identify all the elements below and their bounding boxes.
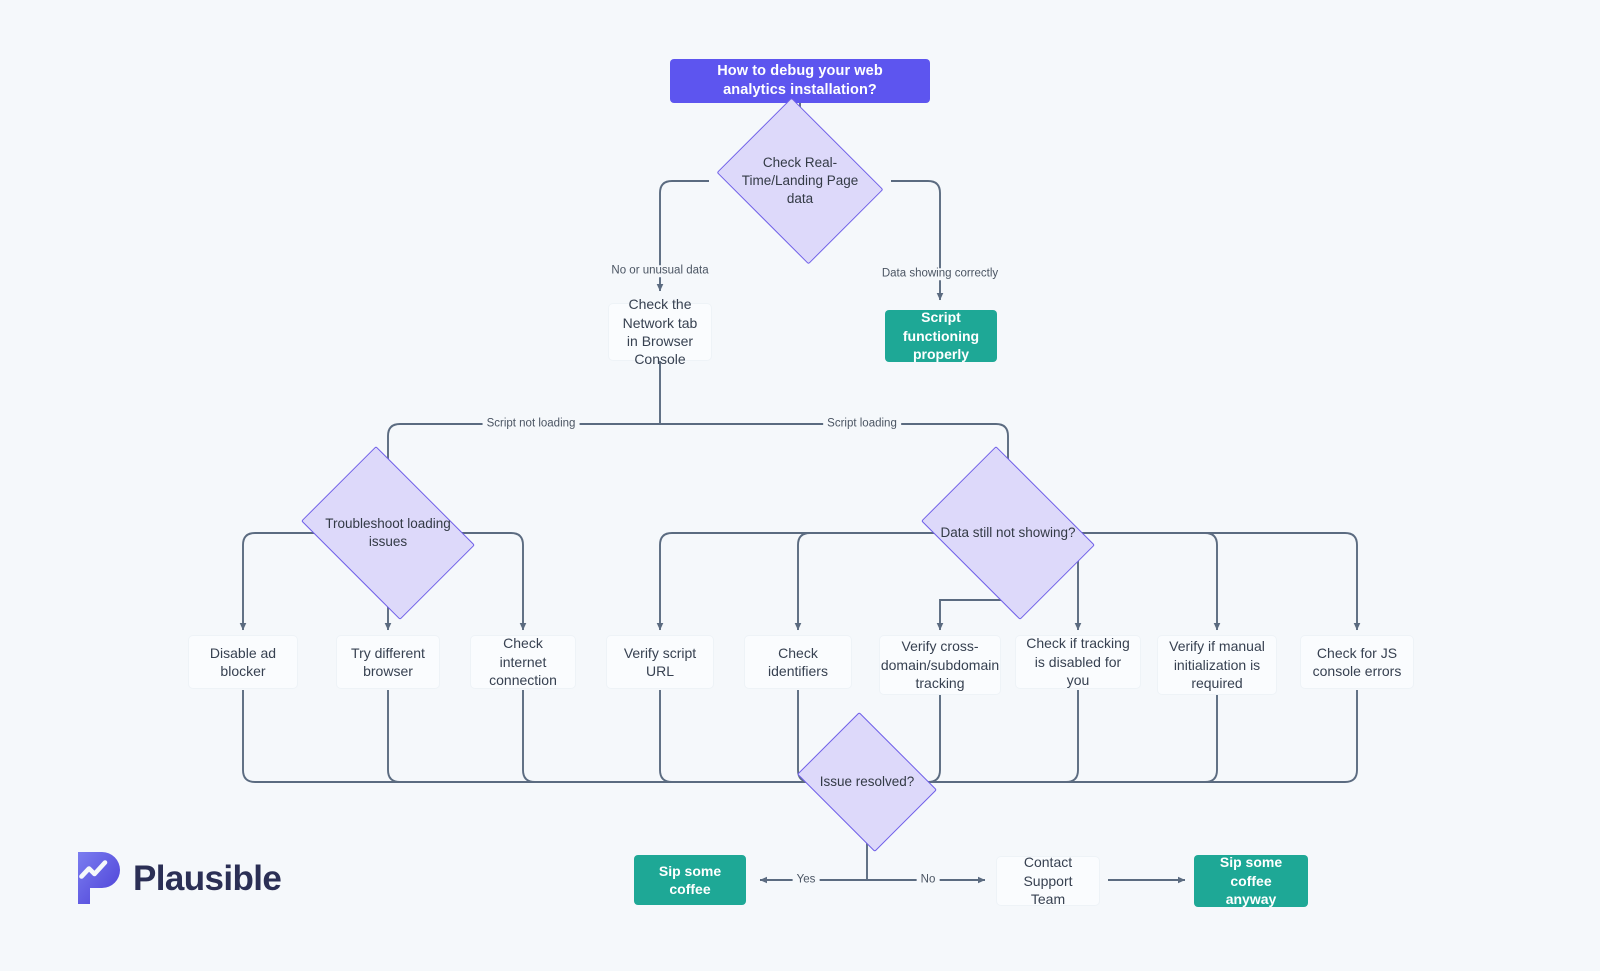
node-contact-support-team-label: Contact Support Team [1023, 854, 1073, 908]
node-disable-ad-blocker[interactable]: Disable ad blocker [188, 635, 298, 689]
edge-troubleshoot-left [239, 532, 318, 631]
edge-troubleshoot-right [458, 532, 527, 631]
bus-l4 [659, 690, 855, 783]
edge-realtime-right [891, 180, 944, 301]
node-contact-support-team[interactable]: Contact Support Team [996, 854, 1100, 908]
node-check-js-console-label: Check for JS console errors [1312, 644, 1402, 679]
edge-dsns-c5 [1078, 532, 1221, 631]
node-verify-cross-domain-label: Verify cross-domain/subdomain tracking [880, 638, 1000, 692]
edge-dsns-c2 [794, 532, 938, 631]
node-check-js-console[interactable]: Check for JS console errors [1300, 635, 1414, 689]
node-verify-manual-init-label: Verify if manual initialization is requi… [1169, 638, 1265, 692]
node-sip-some-coffee[interactable]: Sip some coffee [634, 855, 746, 905]
bus-l1 [242, 690, 855, 783]
edge-label-no: No [916, 874, 940, 886]
node-script-functioning-properly[interactable]: Script functioning properly [885, 309, 997, 363]
node-check-identifiers[interactable]: Check identifiers [744, 635, 852, 689]
node-issue-resolved-label: Issue resolved? [819, 773, 915, 789]
node-try-different-browser-label: Try different browser [351, 644, 425, 679]
node-check-network-tab[interactable]: Check the Network tab in Browser Console [608, 296, 712, 367]
node-check-tracking-disabled[interactable]: Check if tracking is disabled for you [1015, 635, 1141, 689]
node-title-label: How to debug your web analytics installa… [717, 62, 883, 98]
node-check-identifiers-label: Check identifiers [768, 644, 828, 679]
edge-script-loading [660, 423, 1012, 471]
node-check-tracking-disabled-label: Check if tracking is disabled for you [1026, 635, 1130, 689]
plausible-wordmark: Plausible [133, 858, 282, 898]
node-script-functioning-properly-label: Script functioning properly [902, 309, 980, 363]
edge-label-script-not-loading: Script not loading [482, 418, 580, 430]
node-try-different-browser[interactable]: Try different browser [336, 635, 440, 689]
node-sip-some-coffee-anyway-label: Sip some coffee anyway [1219, 854, 1283, 908]
bus-l3 [522, 690, 855, 783]
node-sip-some-coffee-label: Sip some coffee [658, 862, 722, 897]
node-check-internet-connection[interactable]: Check internet connection [470, 635, 576, 689]
bus-r3 [872, 690, 1218, 783]
edge-label-script-loading: Script loading [823, 418, 901, 430]
node-check-realtime[interactable]: Check Real-Time/Landing Page data [716, 97, 884, 265]
node-title[interactable]: How to debug your web analytics installa… [670, 59, 930, 103]
node-check-internet-connection-label: Check internet connection [489, 635, 557, 689]
node-issue-resolved[interactable]: Issue resolved? [796, 711, 938, 853]
node-disable-ad-blocker-label: Disable ad blocker [209, 644, 277, 679]
node-verify-script-url[interactable]: Verify script URL [606, 635, 714, 689]
node-check-realtime-label: Check Real-Time/Landing Page data [741, 154, 859, 207]
node-troubleshoot-loading-label: Troubleshoot loading issues [325, 515, 451, 549]
bus-l2 [387, 690, 855, 783]
edge-label-no-or-unusual-data: No or unusual data [607, 265, 713, 277]
node-sip-some-coffee-anyway[interactable]: Sip some coffee anyway [1194, 854, 1308, 908]
node-verify-cross-domain[interactable]: Verify cross-domain/subdomain tracking [879, 635, 1001, 695]
edge-label-data-showing-correctly: Data showing correctly [877, 268, 1003, 280]
edge-label-yes: Yes [792, 874, 820, 886]
node-verify-script-url-label: Verify script URL [623, 644, 697, 679]
node-check-network-tab-label: Check the Network tab in Browser Console [622, 296, 698, 368]
edge-realtime-left [656, 180, 709, 292]
edge-script-not-loading [384, 423, 660, 471]
edge-dsns-c1 [656, 532, 938, 631]
plausible-logo: Plausible [78, 852, 282, 904]
bus-r4 [872, 690, 1358, 783]
node-data-still-not-showing-label: Data still not showing? [940, 524, 1076, 540]
node-troubleshoot-loading[interactable]: Troubleshoot loading issues [301, 446, 475, 620]
node-verify-manual-init[interactable]: Verify if manual initialization is requi… [1157, 635, 1277, 695]
edge-dsns-c6 [1078, 532, 1361, 631]
plausible-p-logo-icon [78, 852, 120, 904]
node-data-still-not-showing[interactable]: Data still not showing? [921, 446, 1095, 620]
